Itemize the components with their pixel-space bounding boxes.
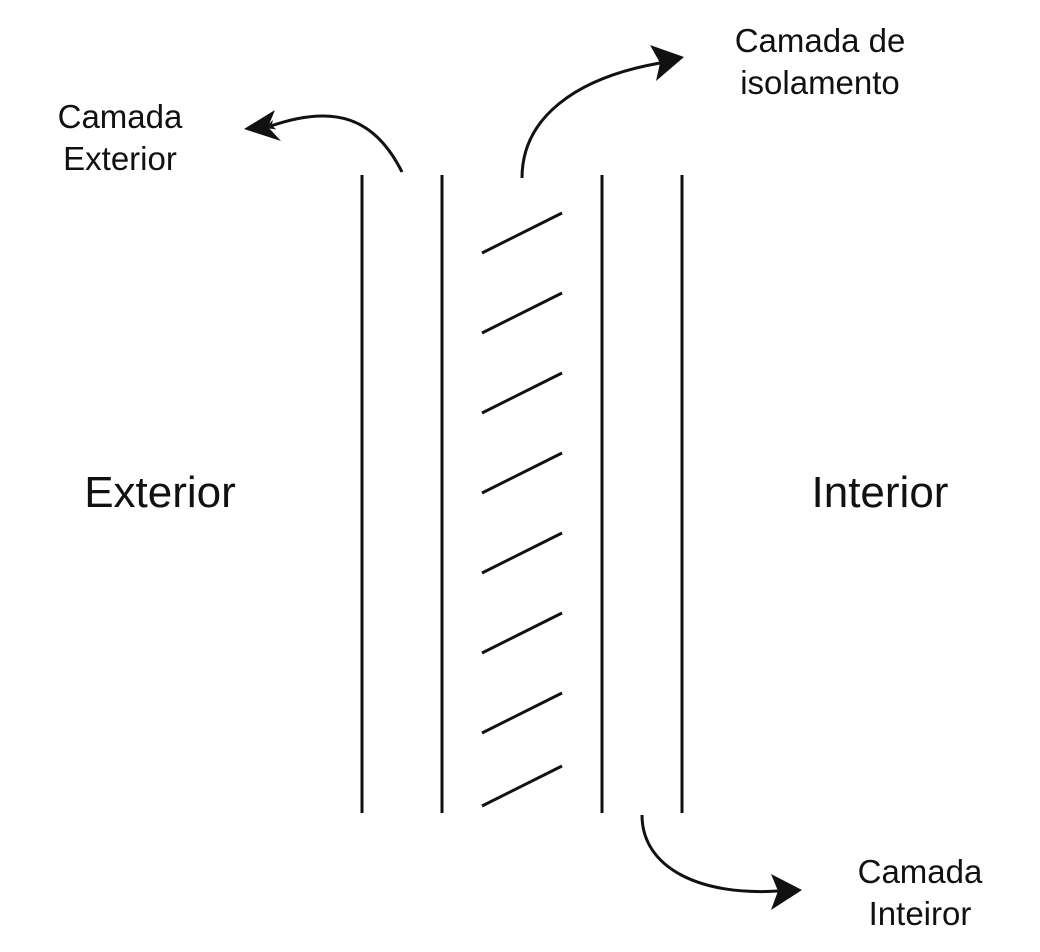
insulation-layer-label: Camada de isolamento — [700, 20, 940, 104]
arrowhead-interior-layer — [771, 874, 802, 910]
interior-side-label: Interior — [811, 468, 949, 517]
interior-layer-label: Camada Inteiror — [830, 851, 1010, 935]
exterior-layer-label: Camada Exterior — [30, 96, 210, 180]
insulation-layer-label-line-2: isolamento — [740, 64, 900, 102]
arrow-interior-layer — [640, 814, 779, 894]
hatch-mark — [481, 764, 563, 808]
hatch-mark — [481, 371, 563, 415]
hatch-mark — [481, 611, 563, 655]
hatch-mark — [481, 451, 563, 495]
exterior-layer-label-line-1: Camada — [57, 98, 183, 135]
arrowhead-insulation-layer — [650, 45, 684, 81]
arrow-insulation-layer — [520, 61, 661, 179]
exterior-layer-label-line-2: Exterior — [63, 140, 177, 178]
hatch-mark — [481, 211, 563, 255]
interior-layer-label-line-2: Inteiror — [868, 895, 972, 933]
insulation-layer-label-line-1: Camada de — [734, 22, 906, 59]
insulation-hatching — [481, 211, 563, 808]
arrow-exterior-layer — [265, 114, 404, 173]
hatch-mark — [481, 531, 563, 575]
hatch-mark — [481, 291, 563, 335]
hatch-mark — [481, 691, 563, 735]
interior-layer-label-line-1: Camada — [857, 853, 983, 890]
exterior-side-label: Exterior — [84, 468, 236, 517]
arrowhead-exterior-layer — [244, 110, 281, 141]
